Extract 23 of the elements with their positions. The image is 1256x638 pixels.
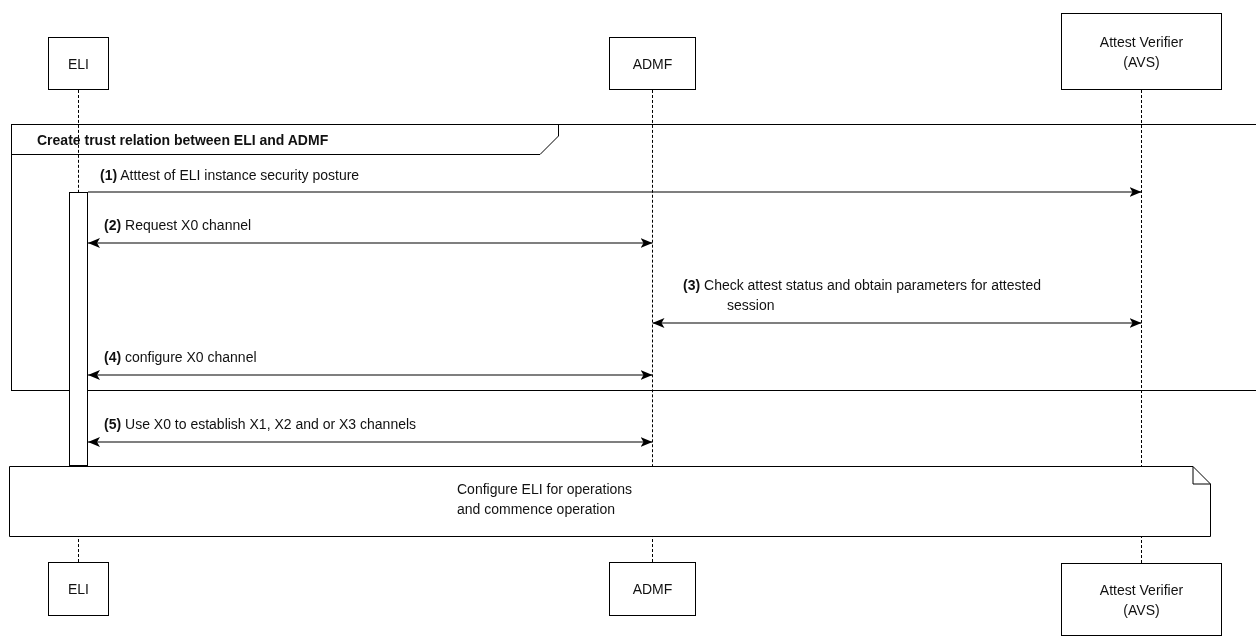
note-box [9, 466, 1211, 537]
message-label: (3) Check attest status and obtain parameters for attested session [683, 276, 1042, 315]
frame-tab [11, 124, 559, 155]
lifeline [652, 90, 653, 562]
message-arrow [87, 187, 1143, 197]
message-label: (2) Request X0 channel [104, 216, 252, 235]
note-text: Configure ELI for operations and commence operation [457, 480, 634, 519]
message-label: (5) Use X0 to establish X1, X2 and or X3 channels [104, 415, 417, 434]
message-arrow [651, 318, 1143, 328]
message-arrow [87, 370, 654, 380]
message-label: (1) Atttest of ELI instance security posture [100, 166, 360, 185]
participant-box: ADMF [609, 37, 696, 90]
frame-title: Create trust relation between ELI and ADMF [37, 131, 329, 150]
participant-box: ADMF [609, 562, 696, 616]
message-arrow [87, 437, 654, 447]
participant-box: ELI [48, 37, 109, 90]
lifeline [1141, 90, 1142, 563]
message-label: (4) configure X0 channel [104, 348, 257, 367]
participant-box: ELI [48, 562, 109, 616]
participant-box: Attest Verifier (AVS) [1061, 563, 1222, 636]
participant-box: Attest Verifier (AVS) [1061, 13, 1222, 90]
message-arrow [87, 238, 654, 248]
activation-bar [69, 192, 88, 466]
